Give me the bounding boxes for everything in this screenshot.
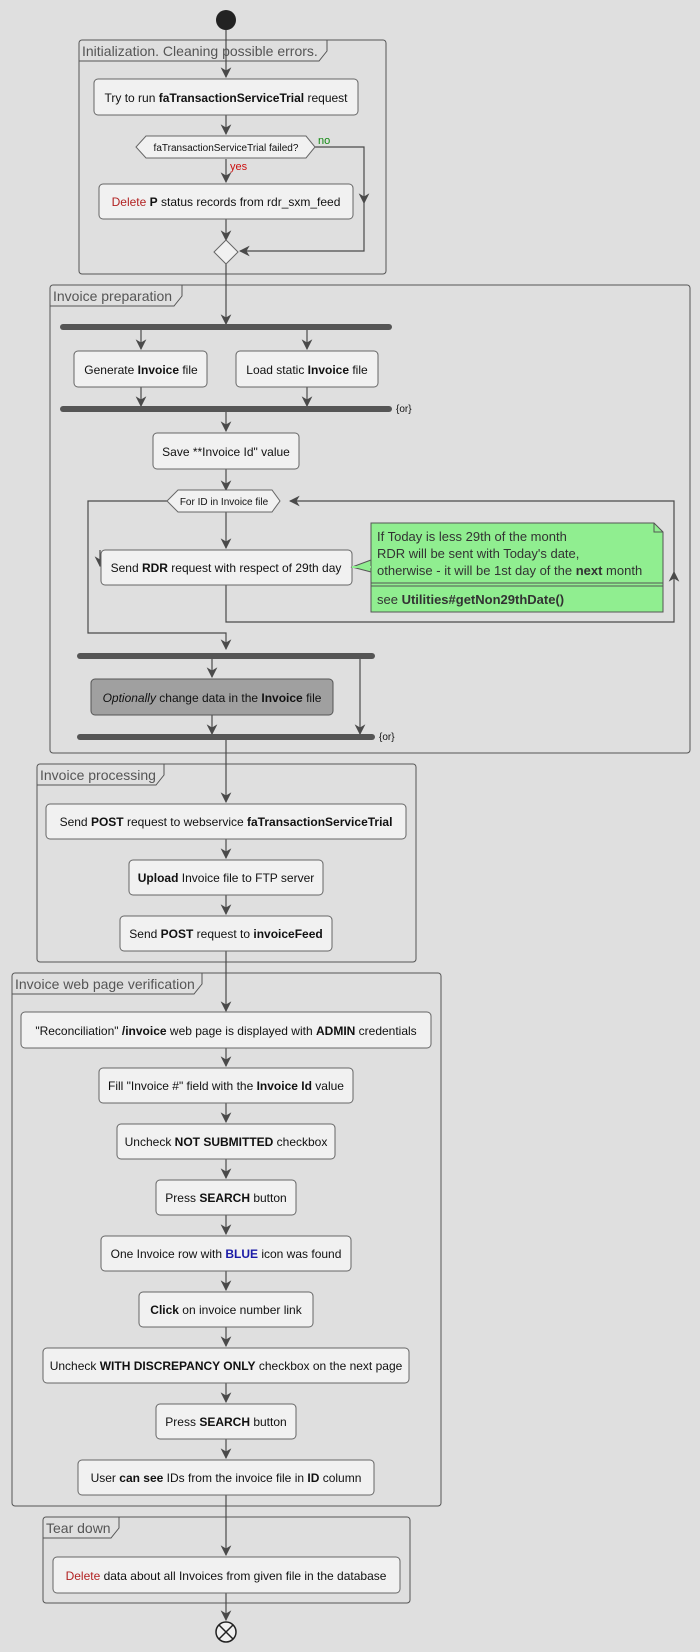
activity-optional-change: Optionally change data in the Invoice fi… bbox=[90, 678, 334, 716]
guard-yes: yes bbox=[230, 161, 248, 173]
activity-delete-p-records: Delete P status records from rdr_sxm_fee… bbox=[98, 183, 354, 220]
activity-post-fatransaction: Send POST request to webservice faTransa… bbox=[45, 803, 407, 840]
join-bar-2 bbox=[77, 734, 375, 740]
note-line-1: If Today is less 29th of the month bbox=[377, 529, 567, 544]
svg-text:Delete P status records from r: Delete P status records from rdr_sxm_fee… bbox=[112, 195, 341, 209]
activity-send-rdr: Send RDR request with respect of 29th da… bbox=[100, 549, 353, 586]
fork-bar-1 bbox=[60, 324, 392, 330]
activity-fill-invoice-field: Fill "Invoice #" field with the Invoice … bbox=[98, 1067, 354, 1104]
note-line-2: RDR will be sent with Today's date, bbox=[377, 546, 579, 561]
end-node bbox=[215, 1621, 237, 1643]
join-label-or-1: {or} bbox=[396, 404, 412, 415]
svg-text:Optionally change data in the: Optionally change data in the Invoice fi… bbox=[103, 691, 322, 705]
package-title-initialization: Initialization. Cleaning possible errors… bbox=[82, 43, 318, 59]
activity-user-can-see-ids: User can see IDs from the invoice file i… bbox=[77, 1459, 375, 1496]
svg-text:faTransactionServiceTrial fail: faTransactionServiceTrial failed? bbox=[154, 143, 299, 154]
package-invoice-preparation: Invoice preparation bbox=[49, 284, 691, 754]
activity-run-request: Try to run faTransactionServiceTrial req… bbox=[93, 78, 359, 116]
activity-click-invoice-link: Click on invoice number link bbox=[138, 1291, 314, 1328]
svg-text:Send POST request to webservic: Send POST request to webservice faTransa… bbox=[60, 815, 393, 829]
svg-text:Uncheck WITH DISCREPANCY ONLY: Uncheck WITH DISCREPANCY ONLY checkbox o… bbox=[50, 1359, 403, 1373]
svg-text:One Invoice row with BLUE icon: One Invoice row with BLUE icon was found bbox=[111, 1247, 342, 1261]
start-node bbox=[216, 10, 236, 30]
svg-text:For ID in Invoice file: For ID in Invoice file bbox=[180, 497, 269, 508]
decision-request-failed: faTransactionServiceTrial failed? bbox=[135, 135, 316, 159]
note-line-3: otherwise - it will be 1st day of the ne… bbox=[377, 563, 642, 578]
svg-text:Fill "Invoice #" field with th: Fill "Invoice #" field with the Invoice … bbox=[108, 1079, 344, 1093]
svg-text:Send RDR request with respect: Send RDR request with respect of 29th da… bbox=[111, 561, 342, 575]
note-rdr-date: If Today is less 29th of the month RDR w… bbox=[350, 522, 664, 613]
svg-text:Press SEARCH button: Press SEARCH button bbox=[165, 1415, 286, 1429]
activity-press-search-2: Press SEARCH button bbox=[155, 1403, 297, 1440]
svg-text:Send POST request to invoiceFe: Send POST request to invoiceFeed bbox=[129, 927, 322, 941]
fork-bar-2 bbox=[77, 653, 375, 659]
join-label-or-2: {or} bbox=[379, 732, 395, 743]
activity-press-search-1: Press SEARCH button bbox=[155, 1179, 297, 1216]
svg-text:Try to run faTransactionServic: Try to run faTransactionServiceTrial req… bbox=[105, 91, 349, 105]
svg-text:Generate Invoice file: Generate Invoice file bbox=[84, 363, 198, 377]
package-initialization: Initialization. Cleaning possible errors… bbox=[78, 39, 387, 275]
svg-text:Press SEARCH button: Press SEARCH button bbox=[165, 1191, 286, 1205]
svg-text:Uncheck NOT SUBMITTED checkbox: Uncheck NOT SUBMITTED checkbox bbox=[125, 1135, 328, 1149]
loop-for-id: For ID in Invoice file bbox=[166, 489, 281, 513]
activity-save-invoice-id: Save **Invoice Id" value bbox=[152, 432, 300, 470]
package-title-teardown: Tear down bbox=[46, 1520, 111, 1536]
package-title-verification: Invoice web page verification bbox=[15, 976, 195, 992]
flow-lines bbox=[87, 30, 680, 1622]
svg-text:User can see IDs from the invo: User can see IDs from the invoice file i… bbox=[91, 1471, 362, 1485]
activity-upload-ftp: Upload Invoice file to FTP server bbox=[128, 859, 324, 896]
guard-no: no bbox=[318, 135, 330, 147]
activity-one-invoice-row: One Invoice row with BLUE icon was found bbox=[100, 1235, 352, 1272]
activity-uncheck-not-submitted: Uncheck NOT SUBMITTED checkbox bbox=[116, 1123, 336, 1160]
activity-generate-invoice: Generate Invoice file bbox=[73, 350, 208, 388]
package-title-preparation: Invoice preparation bbox=[53, 288, 172, 304]
svg-text:Delete data about all Invoices: Delete data about all Invoices from give… bbox=[66, 1569, 387, 1583]
package-title-processing: Invoice processing bbox=[40, 767, 156, 783]
svg-text:Save **Invoice Id" value: Save **Invoice Id" value bbox=[162, 445, 290, 459]
svg-text:Load static Invoice file: Load static Invoice file bbox=[246, 363, 368, 377]
merge-diamond bbox=[213, 239, 239, 265]
svg-text:"Reconciliation" /invoice web: "Reconciliation" /invoice web page is di… bbox=[35, 1024, 416, 1038]
activity-delete-invoices: Delete data about all Invoices from give… bbox=[52, 1556, 401, 1594]
svg-text:Click on invoice number link: Click on invoice number link bbox=[150, 1303, 302, 1317]
note-line-4: see Utilities#getNon29thDate() bbox=[377, 592, 564, 607]
svg-text:Upload Invoice file to FTP ser: Upload Invoice file to FTP server bbox=[138, 871, 315, 885]
activity-uncheck-discrepancy: Uncheck WITH DISCREPANCY ONLY checkbox o… bbox=[42, 1347, 410, 1384]
join-bar-1 bbox=[60, 406, 392, 412]
activity-load-invoice: Load static Invoice file bbox=[235, 350, 379, 388]
activity-open-reconciliation: "Reconciliation" /invoice web page is di… bbox=[20, 1011, 432, 1049]
activity-post-invoicefeed: Send POST request to invoiceFeed bbox=[119, 915, 333, 952]
